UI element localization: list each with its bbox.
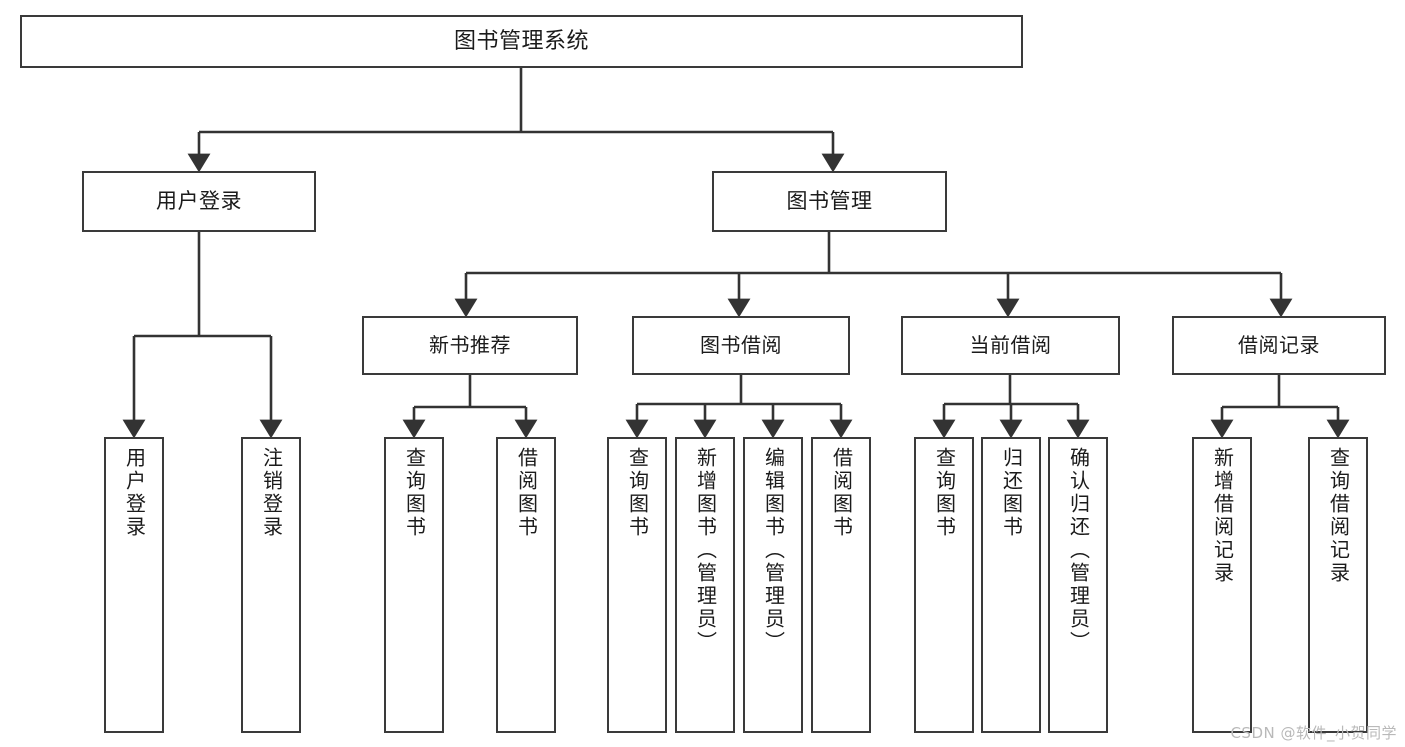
node-user-login-label: 用户登录 (156, 189, 242, 214)
node-leaf-borrow-book-1-label: 借阅图书 (514, 447, 539, 539)
node-root[interactable]: 图书管理系统 (20, 15, 1023, 68)
node-borrow-record[interactable]: 借阅记录 (1172, 316, 1386, 375)
node-new-book-recommend-label: 新书推荐 (429, 332, 511, 357)
node-book-manage[interactable]: 图书管理 (712, 171, 947, 232)
node-leaf-borrow-book-2-label: 借阅图书 (829, 447, 854, 539)
watermark: CSDN @软件_小贺同学 (1230, 724, 1397, 742)
node-leaf-borrow-book-2[interactable]: 借阅图书 (811, 437, 871, 733)
node-leaf-confirm-return-label: 确认归还（管理员） (1066, 447, 1091, 654)
node-leaf-confirm-return[interactable]: 确认归还（管理员） (1048, 437, 1108, 733)
node-book-manage-label: 图书管理 (786, 189, 873, 214)
node-leaf-query-book-2-label: 查询图书 (625, 447, 650, 539)
node-leaf-user-login-label: 用户登录 (122, 447, 147, 539)
node-leaf-query-record-label: 查询借阅记录 (1326, 447, 1351, 585)
node-current-borrow[interactable]: 当前借阅 (901, 316, 1120, 375)
node-root-label: 图书管理系统 (453, 28, 589, 54)
node-leaf-return-book[interactable]: 归还图书 (981, 437, 1041, 733)
node-leaf-query-record[interactable]: 查询借阅记录 (1308, 437, 1368, 733)
node-leaf-user-login[interactable]: 用户登录 (104, 437, 164, 733)
node-current-borrow-label: 当前借阅 (969, 332, 1052, 357)
node-leaf-edit-book-label: 编辑图书（管理员） (761, 447, 786, 654)
node-leaf-logout-label: 注销登录 (259, 447, 284, 539)
node-leaf-borrow-book-1[interactable]: 借阅图书 (496, 437, 556, 733)
node-leaf-add-book[interactable]: 新增图书（管理员） (675, 437, 735, 733)
node-leaf-return-book-label: 归还图书 (999, 447, 1024, 539)
node-leaf-query-book-3[interactable]: 查询图书 (914, 437, 974, 733)
node-leaf-add-record[interactable]: 新增借阅记录 (1192, 437, 1252, 733)
node-leaf-logout[interactable]: 注销登录 (241, 437, 301, 733)
node-new-book-recommend[interactable]: 新书推荐 (362, 316, 578, 375)
node-borrow-record-label: 借阅记录 (1238, 332, 1320, 357)
node-user-login[interactable]: 用户登录 (82, 171, 316, 232)
node-leaf-query-book-2[interactable]: 查询图书 (607, 437, 667, 733)
node-leaf-add-book-label: 新增图书（管理员） (693, 447, 718, 654)
node-leaf-edit-book[interactable]: 编辑图书（管理员） (743, 437, 803, 733)
node-book-borrow-label: 图书借阅 (700, 332, 782, 357)
node-leaf-query-book-1[interactable]: 查询图书 (384, 437, 444, 733)
node-book-borrow[interactable]: 图书借阅 (632, 316, 850, 375)
node-leaf-query-book-3-label: 查询图书 (932, 447, 957, 539)
node-leaf-add-record-label: 新增借阅记录 (1210, 447, 1235, 585)
node-leaf-query-book-1-label: 查询图书 (402, 447, 427, 539)
